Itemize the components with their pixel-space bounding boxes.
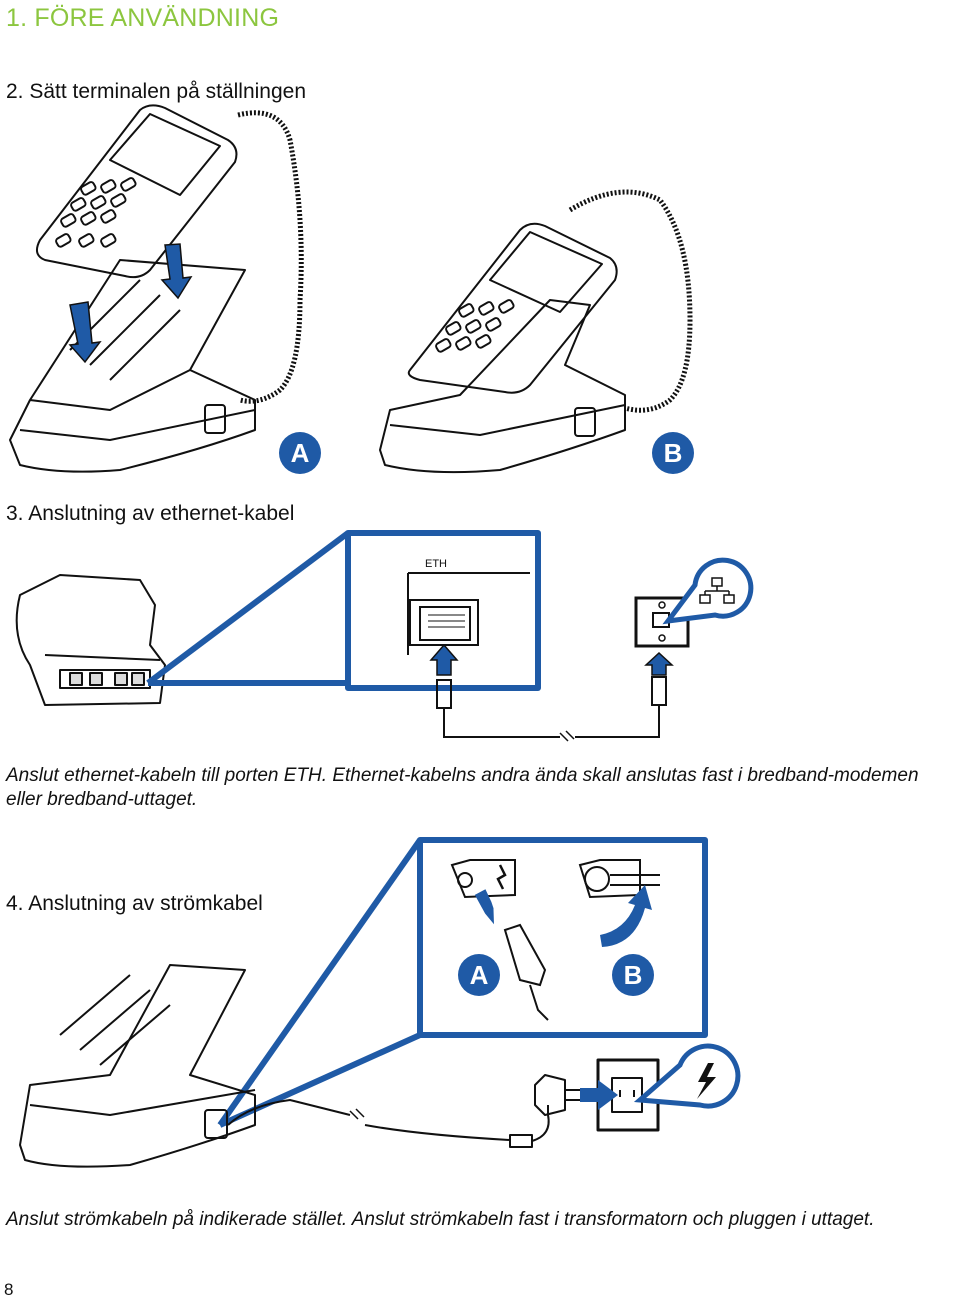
down-arrow-icon bbox=[68, 243, 193, 364]
step3-text: Anslut ethernet-kabeln till porten ETH. … bbox=[6, 765, 919, 810]
badge-b: B bbox=[652, 432, 694, 474]
lightning-arrow-icon bbox=[580, 1080, 618, 1110]
connect-arrow-icon bbox=[474, 889, 494, 925]
badge-b: B bbox=[612, 954, 654, 996]
lightning-icon bbox=[633, 1043, 741, 1109]
section-title: 1. FÖRE ANVÄNDNING bbox=[6, 4, 280, 32]
step2-title: 2. Sätt terminalen på ställningen bbox=[6, 80, 307, 103]
terminal-on-stand-illustration bbox=[379, 189, 693, 474]
power-connection-illustration bbox=[19, 837, 741, 1168]
step4-title: 4. Anslutning av strömkabel bbox=[6, 892, 263, 915]
badge-a: A bbox=[279, 432, 321, 474]
badge-a: A bbox=[458, 954, 500, 996]
curved-arrow-icon bbox=[600, 885, 652, 947]
up-arrow-icon bbox=[429, 643, 674, 676]
page-number: 8 bbox=[4, 1280, 14, 1299]
step4-text: Anslut strömkabeln på indikerade stället… bbox=[6, 1209, 875, 1230]
eth-port-label: ETH bbox=[425, 558, 447, 570]
ethernet-connection-illustration: ETH bbox=[15, 530, 754, 742]
terminal-placing-illustration bbox=[9, 104, 304, 473]
step3-title: 3. Anslutning av ethernet-kabel bbox=[6, 502, 295, 525]
